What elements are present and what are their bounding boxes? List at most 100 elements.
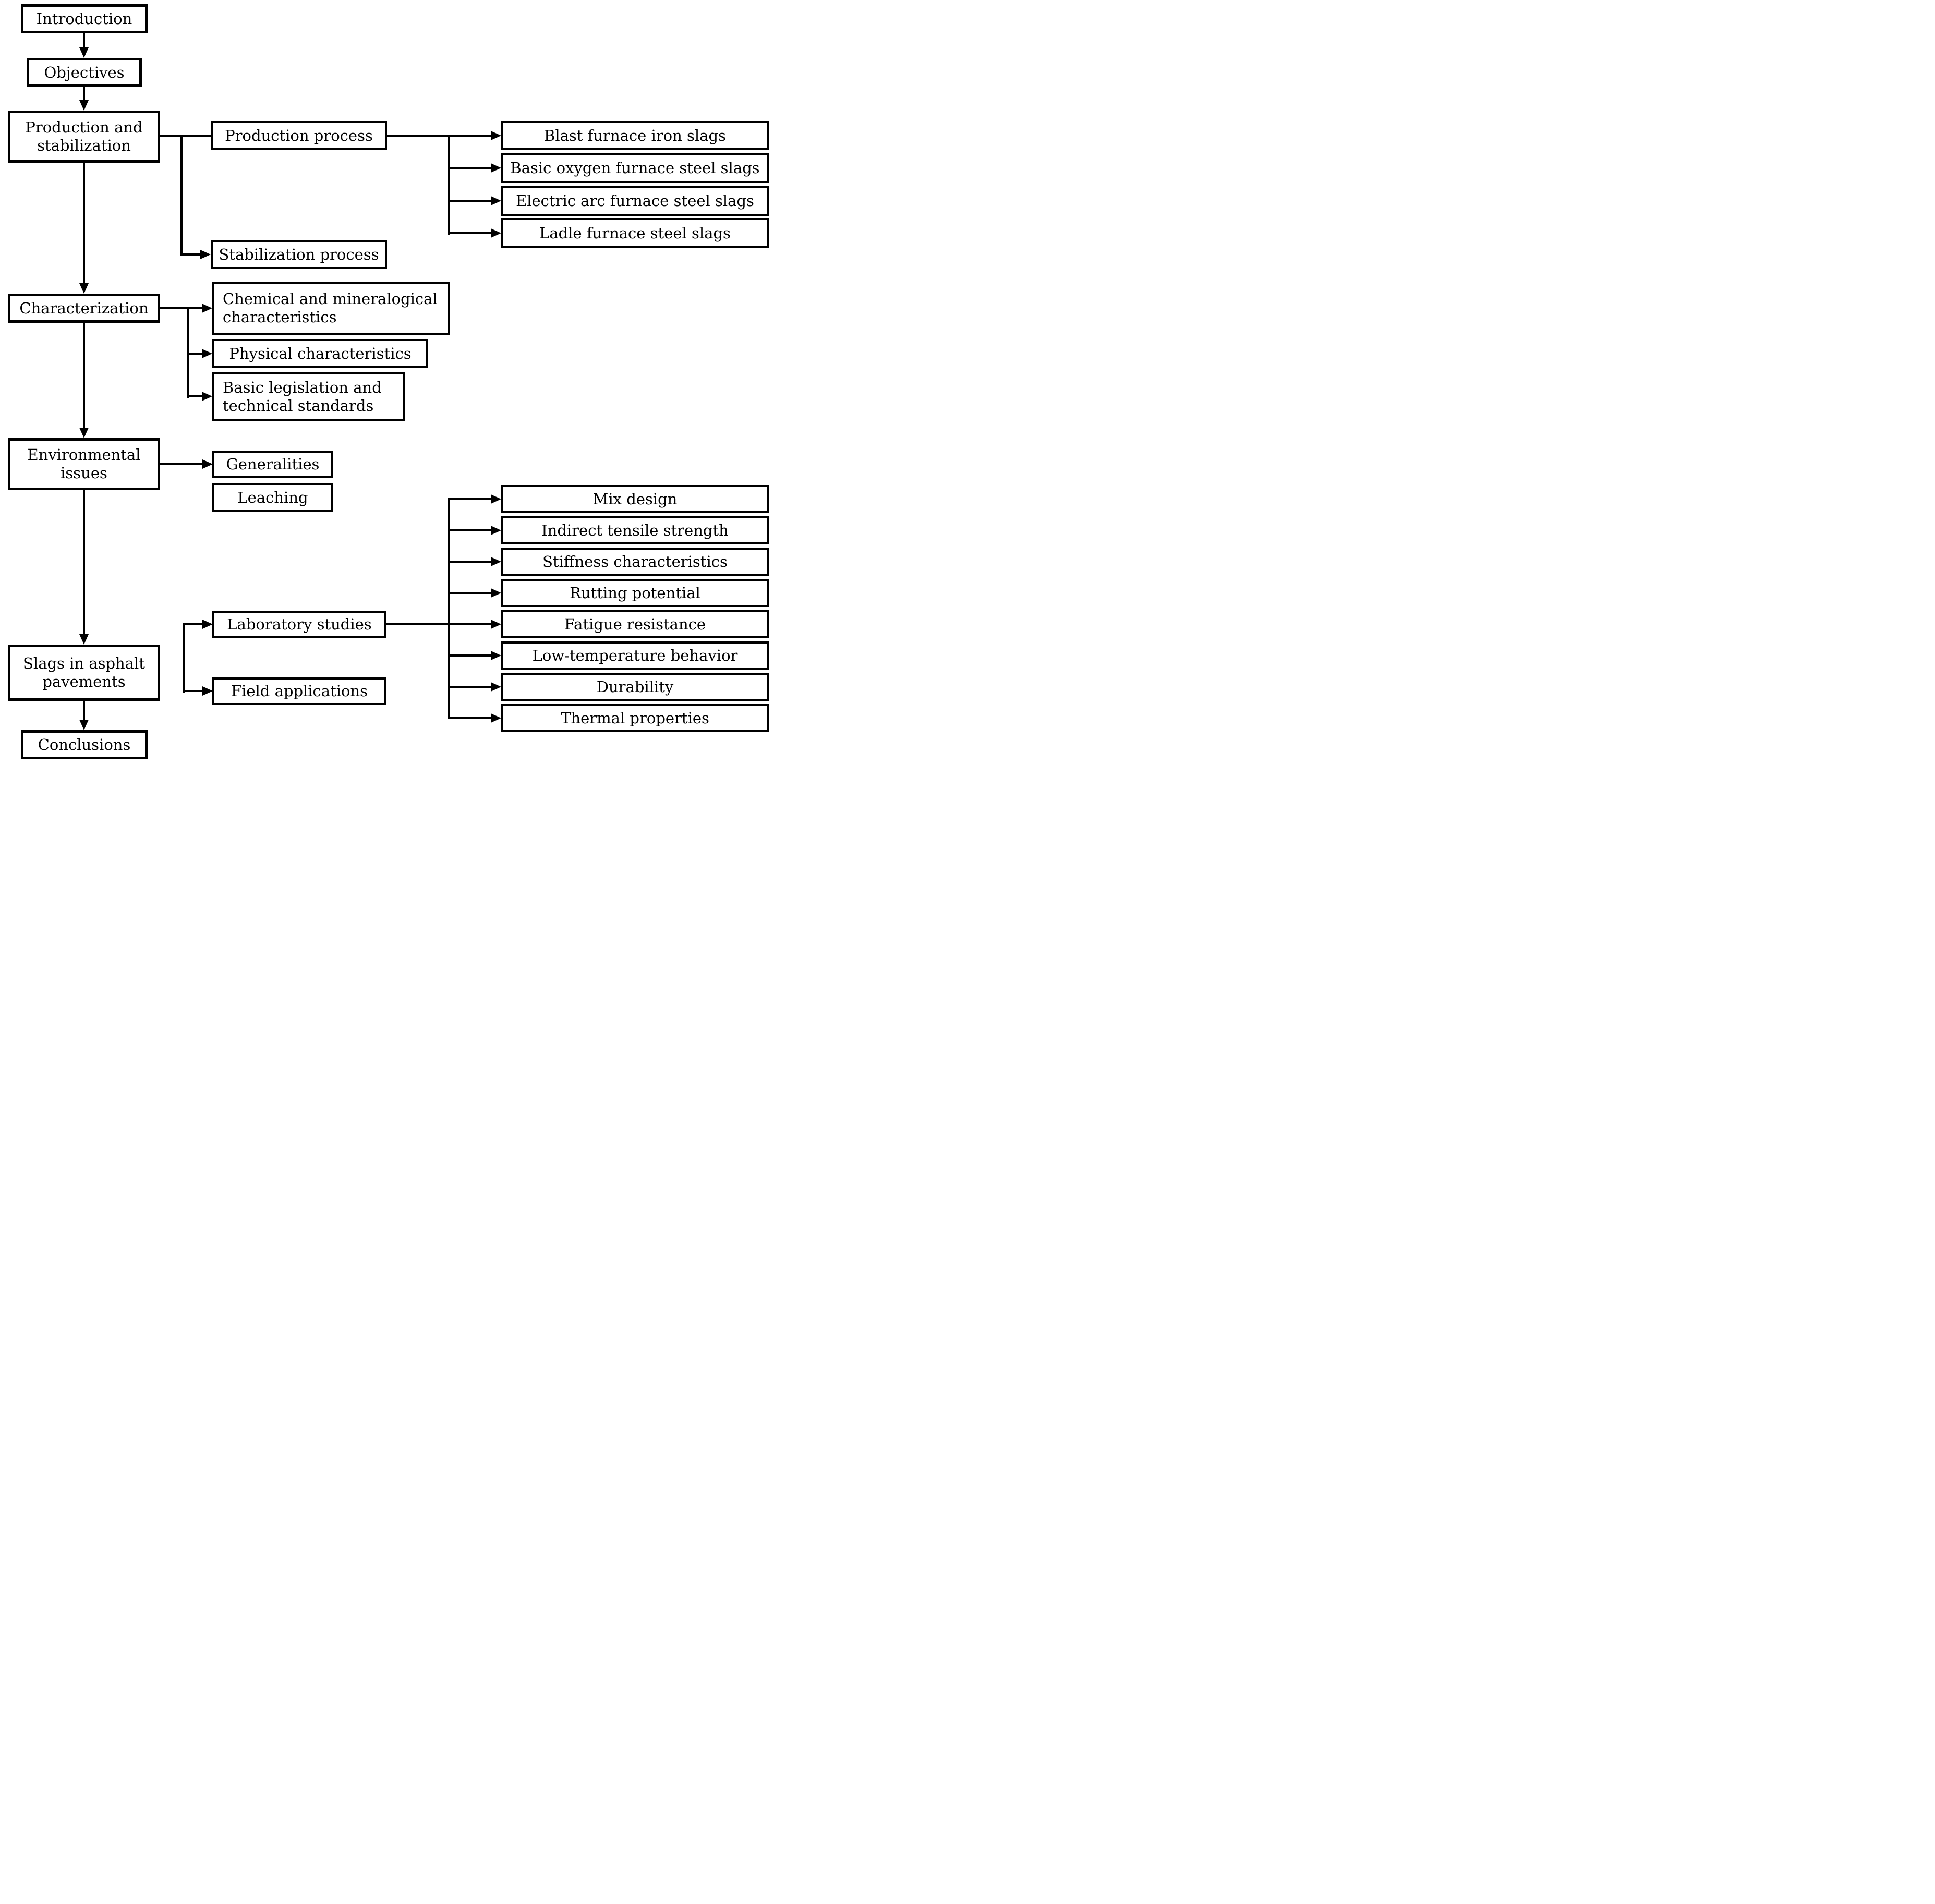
box-electric-arc-furnace-steel-slags: Electric arc furnace steel slags xyxy=(501,186,769,216)
arrowhead-right-icon xyxy=(202,620,213,629)
box-mix-design-label: Mix design xyxy=(592,490,678,508)
box-production-stabilization: Production and stabilization xyxy=(8,111,160,163)
connector-mix-design-stub-line xyxy=(448,498,491,500)
arrowhead-right-icon xyxy=(491,588,501,598)
box-field-applications: Field applications xyxy=(212,677,386,705)
connector-indirect-stub-line xyxy=(448,529,491,531)
box-basic-legislation: Basic legislation and technical standard… xyxy=(212,372,405,421)
arrowhead-right-icon xyxy=(202,304,212,313)
arrowhead-right-icon xyxy=(491,557,501,566)
box-basic-legislation-label: Basic legislation and technical standard… xyxy=(223,378,382,415)
box-chemical-mineralogical-label: Chemical and mineralogical characteristi… xyxy=(223,290,438,326)
connector-basic-oxygen-stub-line xyxy=(448,167,491,169)
box-leaching: Leaching xyxy=(212,483,333,512)
arrowhead-right-icon xyxy=(491,682,501,692)
box-stiffness-label: Stiffness characteristics xyxy=(542,552,728,571)
arrowhead-down-icon xyxy=(79,720,89,730)
arrowhead-right-icon xyxy=(491,494,501,504)
arrowhead-right-icon xyxy=(491,526,501,535)
connector-topics-vertical-line xyxy=(448,498,450,719)
box-generalities-label: Generalities xyxy=(226,455,320,473)
box-rutting-label: Rutting potential xyxy=(570,584,700,602)
connector-ladle-stub-line xyxy=(448,232,491,234)
connector-laboratory-stub-line xyxy=(183,623,202,625)
connector-slags-conclusions-line xyxy=(83,701,85,721)
box-production-process-label: Production process xyxy=(225,126,373,144)
box-physical-characteristics: Physical characteristics xyxy=(212,339,428,368)
arrowhead-right-icon xyxy=(491,131,501,140)
box-conclusions-label: Conclusions xyxy=(38,735,131,754)
box-low-temperature-behavior: Low-temperature behavior xyxy=(501,641,769,670)
arrowhead-down-icon xyxy=(79,428,89,438)
connector-fatigue-stub-line xyxy=(448,623,491,625)
box-basic-oxygen-furnace-steel-slags: Basic oxygen furnace steel slags xyxy=(501,153,769,183)
box-characterization: Characterization xyxy=(8,294,160,323)
connector-objectives-production-line xyxy=(83,87,85,101)
box-slags-asphalt-pavements: Slags in asphalt pavements xyxy=(8,645,160,701)
arrowhead-right-icon xyxy=(202,459,213,469)
box-thermal-label: Thermal properties xyxy=(561,709,709,727)
connector-stabilization-stub-line xyxy=(180,253,200,256)
box-introduction-label: Introduction xyxy=(36,9,132,28)
box-introduction: Introduction xyxy=(21,4,148,33)
box-laboratory-studies: Laboratory studies xyxy=(212,611,386,638)
box-indirect-tensile-strength: Indirect tensile strength xyxy=(501,516,769,544)
connector-rutting-stub-line xyxy=(448,592,491,594)
arrowhead-right-icon xyxy=(200,250,211,259)
arrowhead-right-icon xyxy=(491,228,501,238)
connector-environmental-slags-line xyxy=(83,490,85,635)
arrowhead-down-icon xyxy=(79,634,89,645)
box-stabilization-process-label: Stabilization process xyxy=(219,245,379,263)
box-laboratory-studies-label: Laboratory studies xyxy=(227,615,372,634)
connector-characterization-trunk-line xyxy=(160,307,188,309)
arrowhead-right-icon xyxy=(202,392,212,401)
arrowhead-right-icon xyxy=(202,349,212,358)
box-ladle-furnace-label: Ladle furnace steel slags xyxy=(539,224,731,242)
connector-production-characterization-line xyxy=(83,163,85,284)
box-blast-furnace-label: Blast furnace iron slags xyxy=(544,126,726,144)
flowchart-diagram: Introduction Objectives Production and s… xyxy=(0,0,774,762)
box-leaching-label: Leaching xyxy=(237,488,308,506)
box-indirect-tensile-label: Indirect tensile strength xyxy=(541,521,729,539)
connector-intro-objectives-line xyxy=(83,33,85,48)
connector-characterization-environmental-line xyxy=(83,323,85,429)
box-durability-label: Durability xyxy=(596,677,674,696)
box-objectives: Objectives xyxy=(27,58,142,87)
arrowhead-down-icon xyxy=(79,100,89,111)
connector-chemical-stub-line xyxy=(187,307,202,309)
box-basic-oxygen-label: Basic oxygen furnace steel slags xyxy=(510,159,760,177)
box-fatigue-resistance: Fatigue resistance xyxy=(501,610,769,638)
box-physical-characteristics-label: Physical characteristics xyxy=(229,344,412,362)
box-chemical-mineralogical: Chemical and mineralogical characteristi… xyxy=(212,282,450,335)
arrowhead-right-icon xyxy=(491,163,501,173)
connector-generalities-line xyxy=(160,463,202,465)
connector-stabilization-branch-line xyxy=(180,135,183,256)
box-durability: Durability xyxy=(501,673,769,701)
connector-slags-vertical-line xyxy=(448,135,450,235)
arrowhead-right-icon xyxy=(491,713,501,723)
arrowhead-right-icon xyxy=(202,686,213,696)
box-environmental-issues: Environmental issues xyxy=(8,438,160,490)
connector-thermal-stub-line xyxy=(448,717,491,719)
arrowhead-right-icon xyxy=(491,651,501,660)
connector-blast-stub-line xyxy=(448,135,491,137)
box-objectives-label: Objectives xyxy=(44,63,125,81)
arrowhead-right-icon xyxy=(491,196,501,205)
box-conclusions: Conclusions xyxy=(21,730,148,759)
box-mix-design: Mix design xyxy=(501,485,769,513)
box-production-process: Production process xyxy=(211,121,387,150)
connector-production-process-line xyxy=(160,135,211,137)
box-slags-asphalt-pavements-label: Slags in asphalt pavements xyxy=(23,654,145,690)
arrowhead-down-icon xyxy=(79,47,89,58)
box-production-stabilization-label: Production and stabilization xyxy=(25,118,143,154)
box-rutting-potential: Rutting potential xyxy=(501,579,769,607)
connector-studies-bracket-line xyxy=(183,623,185,693)
box-stiffness-characteristics: Stiffness characteristics xyxy=(501,548,769,576)
connector-field-stub-line xyxy=(183,690,202,692)
connector-low-temperature-stub-line xyxy=(448,654,491,657)
box-stabilization-process: Stabilization process xyxy=(211,240,387,269)
box-characterization-label: Characterization xyxy=(19,299,149,317)
box-thermal-properties: Thermal properties xyxy=(501,704,769,732)
box-ladle-furnace-steel-slags: Ladle furnace steel slags xyxy=(501,218,769,248)
connector-durability-stub-line xyxy=(448,686,491,688)
